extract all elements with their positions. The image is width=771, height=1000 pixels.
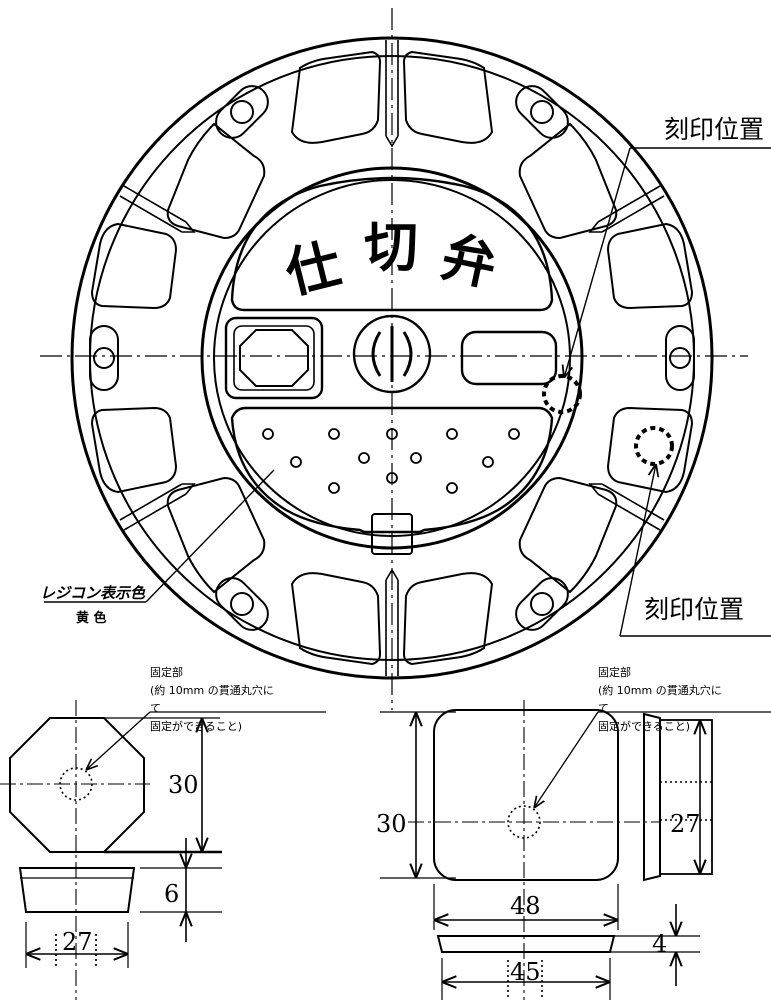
octagon-cap-detail xyxy=(0,700,222,1000)
rect-pocket xyxy=(460,330,558,386)
water-mark-left xyxy=(371,331,382,377)
rect-thickness-dim: 4 xyxy=(652,930,667,958)
svg-text:固定ができること): 固定ができること) xyxy=(150,719,242,733)
marking-label-bottom: 刻印位置 xyxy=(644,595,744,624)
svg-text:固定ができること): 固定ができること) xyxy=(598,719,690,733)
rect-side-height-dim: 27 xyxy=(670,810,701,838)
svg-text:て: て xyxy=(598,702,609,715)
segment-pockets xyxy=(90,50,694,666)
svg-text:(約 10mm の貫通丸穴に: (約 10mm の貫通丸穴に xyxy=(598,683,722,697)
title-char-3: 弁 xyxy=(436,225,502,298)
octagon-height-dim: 30 xyxy=(168,771,199,799)
rect-cap-detail xyxy=(380,700,713,1000)
cover-plan-view xyxy=(40,8,771,710)
oct-pocket-outer xyxy=(224,316,324,400)
octagon-width-dim: 27 xyxy=(62,928,93,956)
rect-cap-profile xyxy=(436,935,616,953)
resin-color-label: レジコン表示色 xyxy=(40,584,146,602)
octagon-cap-side xyxy=(18,867,136,913)
rect-height-dim: 30 xyxy=(376,810,407,838)
svg-text:固定部: 固定部 xyxy=(150,665,183,679)
rect-cap-top xyxy=(433,709,619,881)
octagon-thickness-dim: 6 xyxy=(164,880,179,908)
svg-text:固定部: 固定部 xyxy=(598,665,631,679)
water-mark-right xyxy=(402,331,413,377)
title-panel xyxy=(230,176,554,312)
octagon-cap-top xyxy=(9,717,145,853)
panel-dots xyxy=(262,428,520,494)
rect-top-width-dim: 48 xyxy=(510,892,541,920)
octagon-fixing-note: 固定部 (約 10mm の貫通丸穴に て 固定ができること) xyxy=(150,665,274,733)
oct-pocket-inner xyxy=(233,325,315,391)
leader-lines xyxy=(44,147,771,637)
oct-cap xyxy=(239,329,309,387)
center-lines xyxy=(40,8,748,710)
marking-position-2 xyxy=(634,426,674,466)
rect-bottom-width-dim: 45 xyxy=(510,958,541,986)
title-char-2: 切 xyxy=(364,216,418,279)
marking-label-top: 刻印位置 xyxy=(664,115,764,144)
title-char-1: 仕 xyxy=(279,232,347,306)
bolt-slots xyxy=(89,85,695,631)
resin-color-value: 黄 色 xyxy=(76,610,107,626)
rect-cap-side xyxy=(643,712,661,882)
svg-text:て: て xyxy=(150,702,161,715)
rect-fixing-note: 固定部 (約 10mm の貫通丸穴に て 固定ができること) xyxy=(598,665,722,733)
rect-fix-hole xyxy=(507,805,541,839)
dotted-panel xyxy=(230,406,554,534)
svg-text:(約 10mm の貫通丸穴に: (約 10mm の貫通丸穴に xyxy=(150,683,274,697)
